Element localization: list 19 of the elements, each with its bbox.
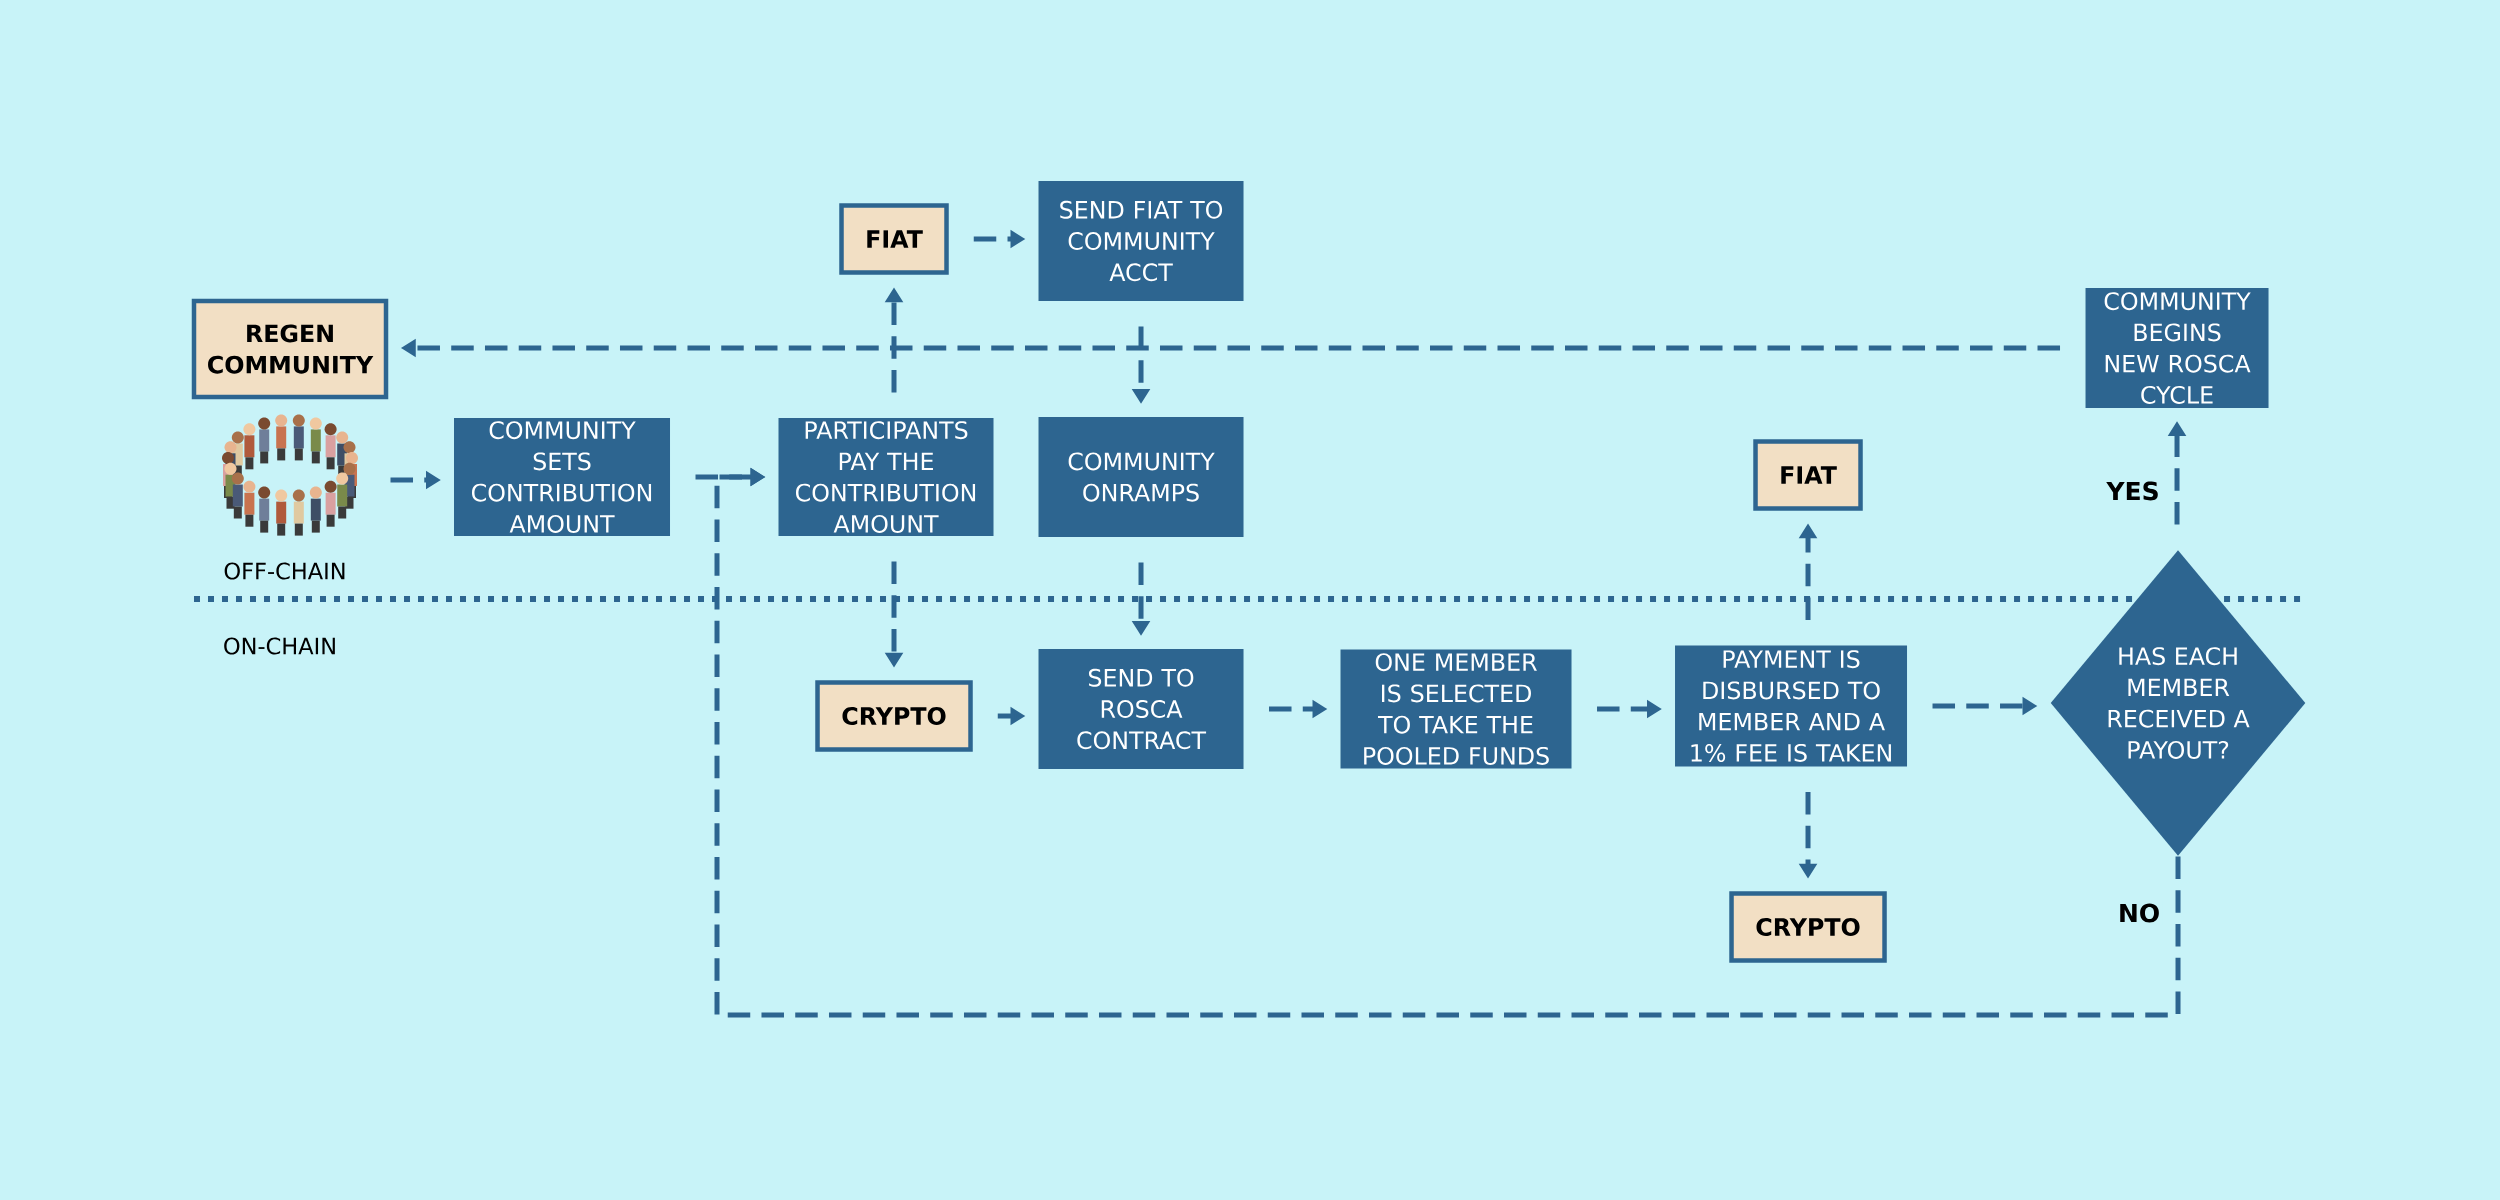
edge-label: YES xyxy=(2103,479,2163,503)
section-label: ON-CHAIN xyxy=(224,637,335,655)
process-box: COMMUNITY BEGINS NEW ROSCA CYCLE xyxy=(2085,288,2269,408)
process-box: COMMUNITY SETS CONTRIBUTION AMOUNT xyxy=(454,418,670,536)
dashed-arrow xyxy=(714,467,2181,1018)
section-label: OFF-CHAIN xyxy=(224,562,345,580)
process-box: PAYMENT IS DISBURSED TO MEMBER AND A 1% FEE IS TAKEN xyxy=(1675,645,1907,767)
label-box: CRYPTO xyxy=(815,680,973,752)
process-box: SEND FIAT TO COMMUNITY ACCT xyxy=(1038,181,1244,301)
label-box: FIAT xyxy=(1753,439,1863,511)
edge-label: NO xyxy=(2115,901,2163,925)
process-box: PARTICIPANTS PAY THE CONTRIBUTION AMOUNT xyxy=(778,418,994,536)
people-circle-drawing xyxy=(222,414,358,536)
process-box: COMMUNITY ONRAMPS xyxy=(1038,417,1244,537)
label-box: REGEN COMMUNITY xyxy=(191,298,389,400)
process-box: SEND TO ROSCA CONTRACT xyxy=(1038,649,1244,769)
process-box: ONE MEMBER IS SELECTED TO TAKE THE POOLED FUNDS xyxy=(1340,649,1572,769)
label-box: FIAT xyxy=(839,203,949,275)
label-box: CRYPTO xyxy=(1729,891,1887,963)
